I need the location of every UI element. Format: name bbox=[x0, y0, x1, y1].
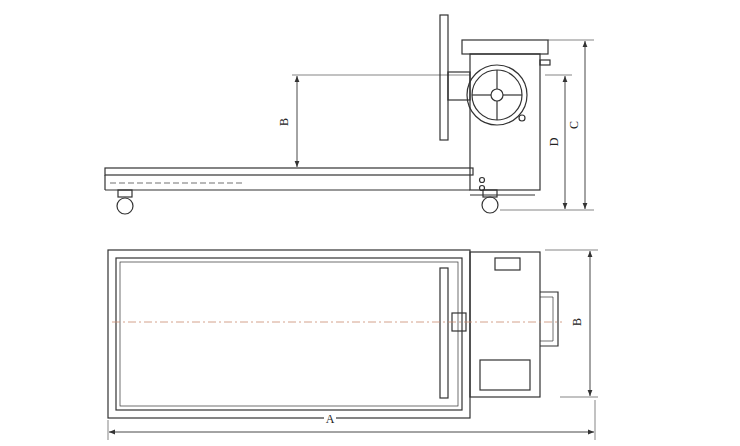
platform-inner bbox=[120, 262, 458, 406]
spoke bbox=[496, 70, 497, 89]
center-line bbox=[112, 322, 562, 323]
top-dimensions bbox=[108, 250, 598, 440]
dimension-label: B bbox=[277, 116, 291, 128]
caster-bracket bbox=[483, 190, 497, 197]
dimension-label: A bbox=[324, 412, 337, 426]
handle-inner bbox=[540, 297, 553, 341]
housing bbox=[470, 252, 540, 397]
extension-line bbox=[292, 75, 470, 76]
housing-base bbox=[470, 194, 535, 195]
platform-rim bbox=[116, 258, 462, 410]
extension-line bbox=[595, 400, 596, 440]
handwheel-top bbox=[480, 360, 530, 390]
caster-bracket bbox=[118, 190, 132, 197]
dimension-line bbox=[109, 432, 594, 433]
handwheel bbox=[467, 65, 527, 125]
handle-knob bbox=[519, 115, 525, 121]
extension-line bbox=[545, 250, 598, 251]
frame-bottom bbox=[105, 189, 470, 190]
spoke bbox=[472, 94, 491, 95]
frame-end bbox=[104, 175, 105, 190]
dimension-line bbox=[565, 76, 566, 209]
disk-plate bbox=[440, 268, 448, 398]
tab bbox=[540, 60, 550, 65]
platform-outline bbox=[108, 250, 470, 418]
extension-line bbox=[560, 397, 598, 398]
hopper bbox=[462, 40, 548, 54]
side-dimensions bbox=[292, 40, 594, 210]
caster-wheel bbox=[482, 197, 498, 213]
dimension-label: D bbox=[547, 136, 561, 149]
dimension-line bbox=[297, 76, 298, 167]
side-view bbox=[105, 15, 550, 214]
caster-wheel bbox=[117, 198, 133, 214]
bolt bbox=[480, 178, 485, 183]
platform-plate bbox=[105, 168, 473, 175]
extension-line bbox=[548, 40, 594, 41]
top-view bbox=[108, 250, 562, 418]
spoke bbox=[503, 94, 522, 95]
housing-detail bbox=[495, 258, 520, 270]
dimension-line bbox=[585, 41, 586, 209]
extension-line bbox=[545, 75, 572, 76]
handle bbox=[540, 292, 558, 346]
dimension-label: C bbox=[567, 119, 581, 131]
frame-detail bbox=[110, 183, 245, 184]
extension-line bbox=[108, 420, 109, 440]
handwheel-hub bbox=[491, 89, 503, 101]
housing bbox=[470, 54, 540, 190]
spoke bbox=[496, 101, 497, 120]
extension-line bbox=[500, 210, 594, 211]
dimension-label: B bbox=[570, 316, 584, 328]
dimension-line bbox=[590, 251, 591, 396]
handwheel-rim bbox=[472, 70, 522, 120]
disk-plate bbox=[440, 15, 448, 140]
